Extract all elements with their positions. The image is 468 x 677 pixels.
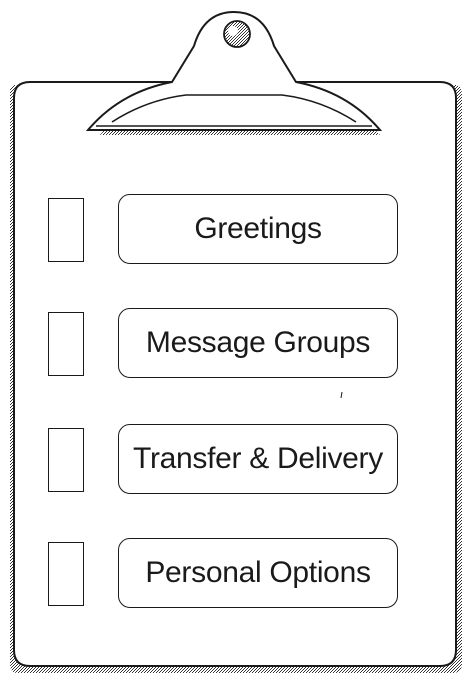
personal-options-button[interactable]: Personal Options [118, 538, 398, 608]
greetings-button[interactable]: Greetings [118, 194, 398, 264]
message-groups-label: Message Groups [146, 326, 370, 360]
message-groups-button[interactable]: Message Groups [118, 308, 398, 378]
menu-row-greetings: Greetings [0, 192, 468, 272]
personal-options-label: Personal Options [145, 556, 370, 590]
transfer-delivery-button[interactable]: Transfer & Delivery [118, 424, 398, 494]
menu-row-transfer-delivery: Transfer & Delivery [0, 422, 468, 502]
menu-row-message-groups: Message Groups [0, 306, 468, 386]
greetings-checkbox[interactable] [48, 198, 84, 262]
personal-options-checkbox[interactable] [48, 542, 84, 606]
menu-row-personal-options: Personal Options [0, 536, 468, 616]
transfer-delivery-label: Transfer & Delivery [133, 442, 383, 476]
message-groups-checkbox[interactable] [48, 312, 84, 376]
transfer-delivery-checkbox[interactable] [48, 428, 84, 492]
greetings-label: Greetings [194, 212, 321, 246]
clip-hole-highlight [228, 26, 238, 36]
